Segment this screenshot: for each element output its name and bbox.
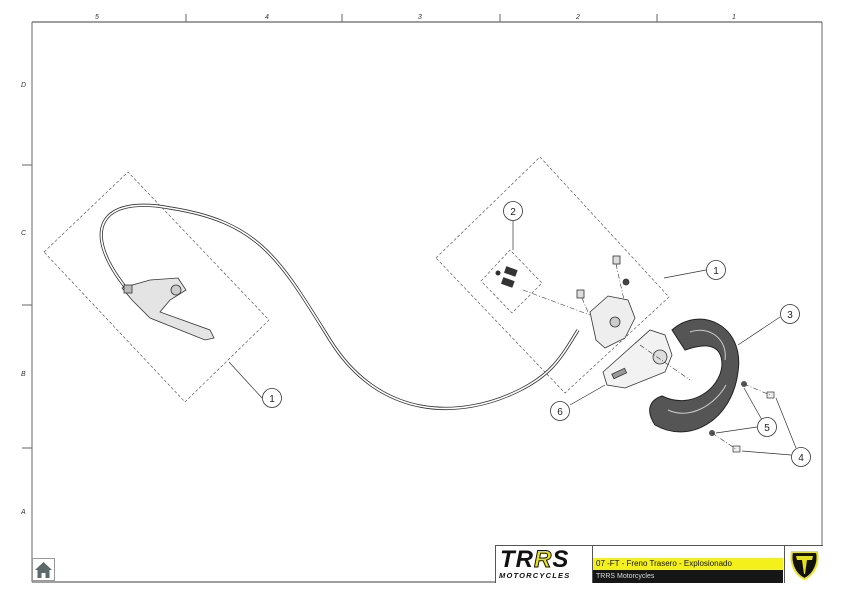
brake-lever — [121, 277, 215, 341]
brake-caliper — [576, 255, 636, 349]
drawing-title: 07 -FT - Freno Trasero - Explosionado — [593, 558, 783, 570]
disc-guard — [649, 318, 740, 433]
ruler-col-4: 4 — [265, 14, 269, 21]
brand-badge — [784, 546, 824, 583]
caliper-bracket — [602, 329, 673, 389]
callout-washers: 5 — [764, 423, 770, 434]
brake-pads — [495, 266, 518, 288]
callout-screws: 4 — [798, 453, 804, 464]
logo-text: TRRS — [500, 546, 570, 574]
ruler-col-2: 2 — [575, 14, 580, 21]
screws — [732, 391, 775, 453]
ruler-row-a: A — [20, 509, 26, 516]
brake-cable — [99, 203, 580, 411]
caliper-group-box — [435, 156, 670, 394]
callout-brake-pads: 2 — [510, 207, 516, 218]
home-button[interactable] — [32, 558, 55, 581]
ruler-col-5: 5 — [95, 14, 99, 21]
pads-group-box — [480, 249, 543, 314]
ruler-row-c: C — [21, 230, 27, 237]
ruler-col-1: 1 — [732, 14, 736, 21]
ruler-col-3: 3 — [418, 14, 422, 21]
shield-badge-icon — [790, 551, 819, 581]
home-icon — [35, 562, 52, 578]
title-block: TRRS MOTORCYCLES 07 -FT - Freno Trasero … — [495, 545, 823, 583]
callout-caliper-bracket: 6 — [557, 407, 563, 418]
brand-logo: TRRS MOTORCYCLES — [496, 546, 593, 583]
drawing-subtitle: TRRS Motorcycles — [593, 570, 783, 583]
ruler-row-b: B — [21, 371, 26, 378]
ruler-row-d: D — [21, 82, 26, 89]
callout-disc-guard: 3 — [787, 310, 793, 321]
callout-caliper-assembly: 1 — [713, 266, 719, 277]
callout-lever-assembly: 1 — [269, 394, 275, 405]
logo-subtext: MOTORCYCLES — [499, 571, 571, 580]
lever-group-box — [43, 171, 270, 403]
